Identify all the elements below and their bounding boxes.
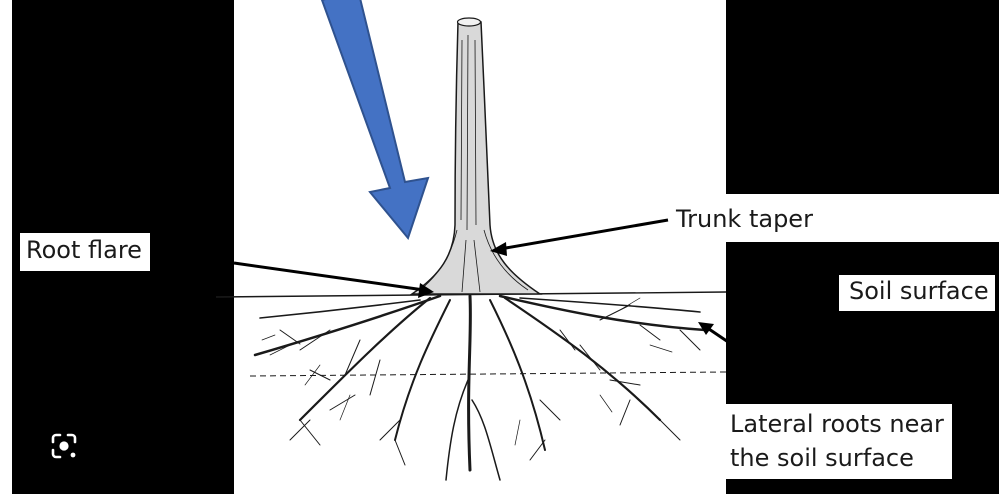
lateral-roots-label-line1: Lateral roots near <box>730 408 944 442</box>
trunk-taper-label: Trunk taper <box>674 205 819 234</box>
trunk-taper-arrow <box>490 220 668 256</box>
soil-surface-label: Soil surface <box>839 275 995 311</box>
lateral-roots-arrow <box>698 322 740 350</box>
google-lens-icon <box>49 431 79 461</box>
trunk <box>412 18 540 294</box>
lateral-roots-label: Lateral roots near the soil surface <box>726 404 952 479</box>
lens-button[interactable] <box>38 420 90 472</box>
root-flare-arrow <box>234 263 434 298</box>
root-flare-label: Root flare <box>20 233 150 271</box>
pointer-arrow <box>322 0 428 238</box>
root-system <box>255 296 705 480</box>
lateral-roots-label-line2: the soil surface <box>730 442 944 476</box>
